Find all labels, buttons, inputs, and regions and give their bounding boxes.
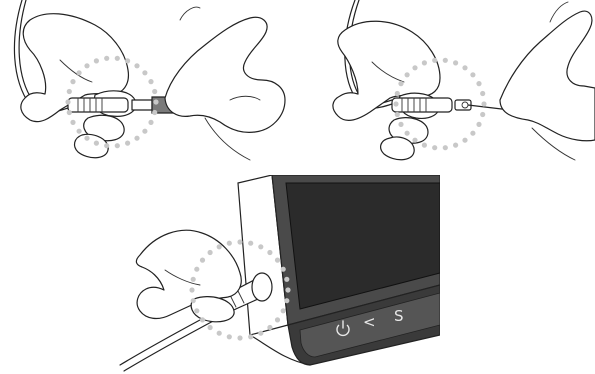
highlight-dot	[125, 58, 130, 63]
highlight-dot	[453, 60, 458, 65]
highlight-dot	[148, 120, 153, 125]
highlight-dot	[65, 99, 70, 104]
highlight-dot	[248, 334, 253, 339]
highlight-dot	[284, 277, 289, 282]
highlight-dot	[208, 325, 213, 330]
audio-plug-icon	[392, 98, 452, 112]
highlight-dot	[142, 70, 147, 75]
highlight-dot	[453, 143, 458, 148]
highlight-dot	[115, 143, 120, 148]
highlight-dot	[70, 79, 75, 84]
step-1-drawing	[0, 0, 300, 175]
highlight-dot	[480, 112, 485, 117]
highlight-dot	[248, 241, 253, 246]
highlight-dot	[217, 331, 222, 336]
audio-plug-icon	[68, 98, 128, 112]
highlight-dot	[153, 99, 158, 104]
highlight-dot	[104, 56, 109, 61]
highlight-dot	[227, 241, 232, 246]
right-hand-icon	[500, 11, 595, 141]
highlight-dot	[125, 141, 130, 146]
highlight-dot	[237, 239, 242, 244]
highlight-dot	[258, 331, 263, 336]
highlight-dot	[481, 101, 486, 106]
highlight-dot	[67, 89, 72, 94]
highlight-dot	[275, 317, 280, 322]
highlight-dot	[462, 138, 467, 143]
highlight-dot	[134, 63, 139, 68]
left-arrow-button[interactable]: <	[363, 313, 376, 331]
highlight-dot	[70, 120, 75, 125]
highlight-dot	[267, 325, 272, 330]
highlight-dot	[398, 122, 403, 127]
highlight-dot	[94, 141, 99, 146]
highlight-dot	[281, 308, 286, 313]
highlight-dot	[134, 136, 139, 141]
highlight-dot	[77, 129, 82, 134]
highlight-dot	[412, 138, 417, 143]
highlight-dot	[194, 308, 199, 313]
highlight-dot	[227, 334, 232, 339]
highlight-dot	[285, 287, 290, 292]
highlight-dot	[395, 112, 400, 117]
highlight-dot	[152, 89, 157, 94]
highlight-dot	[470, 72, 475, 77]
highlight-dot	[200, 258, 205, 263]
highlight-dot	[432, 58, 437, 63]
highlight-dot	[480, 91, 485, 96]
highlight-dot	[281, 267, 286, 272]
highlight-dot	[208, 250, 213, 255]
highlight-dot	[393, 101, 398, 106]
highlight-dot	[200, 317, 205, 322]
step-2-drawing	[300, 0, 595, 175]
right-hand-icon	[165, 17, 285, 132]
highlight-dot	[237, 335, 242, 340]
highlight-dot	[405, 72, 410, 77]
highlight-dot	[275, 258, 280, 263]
highlight-dot	[267, 250, 272, 255]
highlight-dot	[84, 63, 89, 68]
highlight-dot	[405, 131, 410, 136]
highlight-dot	[191, 298, 196, 303]
highlight-dot	[84, 136, 89, 141]
highlight-dot	[77, 70, 82, 75]
highlight-dot	[443, 58, 448, 63]
step-3-drawing: < S	[110, 175, 440, 374]
highlight-dot	[395, 91, 400, 96]
step-2-illustration	[300, 0, 595, 175]
step-3-illustration: < S	[110, 175, 440, 374]
highlight-dot	[194, 267, 199, 272]
highlight-dot	[398, 81, 403, 86]
highlight-dot	[191, 277, 196, 282]
highlight-dot	[476, 122, 481, 127]
highlight-dot	[422, 143, 427, 148]
highlight-dot	[152, 110, 157, 115]
highlight-dot	[217, 244, 222, 249]
highlight-dot	[422, 60, 427, 65]
highlight-dot	[258, 244, 263, 249]
highlight-dot	[443, 145, 448, 150]
highlight-dot	[189, 287, 194, 292]
highlight-dot	[284, 298, 289, 303]
step-1-illustration	[0, 0, 300, 175]
highlight-dot	[142, 129, 147, 134]
highlight-dot	[470, 131, 475, 136]
highlight-dot	[148, 79, 153, 84]
highlight-dot	[115, 56, 120, 61]
highlight-dot	[104, 143, 109, 148]
highlight-dot	[432, 145, 437, 150]
highlight-dot	[94, 58, 99, 63]
highlight-dot	[67, 110, 72, 115]
highlight-dot	[462, 65, 467, 70]
highlight-dot	[476, 81, 481, 86]
monitor-icon	[238, 175, 440, 365]
s-button[interactable]: S	[394, 307, 404, 325]
highlight-dot	[412, 65, 417, 70]
